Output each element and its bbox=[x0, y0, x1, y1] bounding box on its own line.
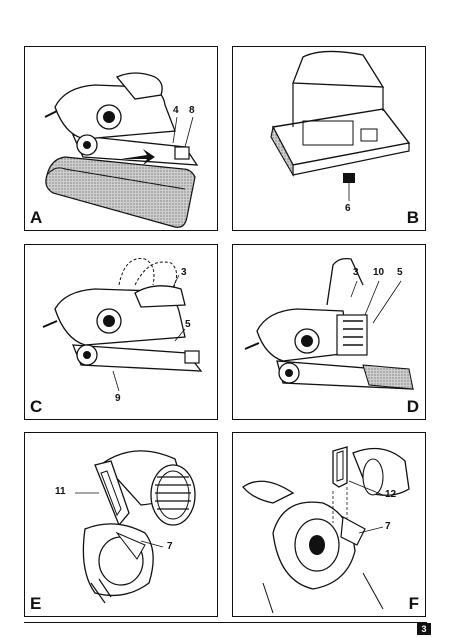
belt-sander-illustration-a bbox=[44, 72, 199, 228]
callout-label: 7 bbox=[385, 521, 391, 532]
callout-label: 12 bbox=[385, 489, 397, 500]
figure-panel-b: 6 B bbox=[232, 46, 426, 231]
callout-label: 3 bbox=[181, 267, 187, 278]
figure-panel-a: 4 8 A bbox=[24, 46, 218, 231]
callout-label: 9 bbox=[115, 393, 121, 404]
dust-adapter-illustration-e bbox=[75, 450, 196, 604]
belt-sander-illustration-d bbox=[244, 257, 415, 390]
panel-letter: D bbox=[406, 397, 419, 416]
direction-arrow-icon bbox=[121, 149, 155, 165]
callout-label: 11 bbox=[55, 486, 66, 497]
callout-label: 3 bbox=[353, 267, 359, 278]
tracking-knob-icon bbox=[343, 173, 355, 183]
page-number: 3 bbox=[417, 623, 431, 635]
sanding-belt bbox=[45, 156, 196, 228]
panel-letter: C bbox=[30, 397, 43, 416]
panel-letter: A bbox=[30, 208, 43, 227]
panel-letter: E bbox=[30, 594, 42, 613]
panel-letter: F bbox=[408, 594, 419, 613]
dust-adapter-illustration-f bbox=[242, 446, 410, 614]
callout-label: 4 bbox=[173, 105, 179, 116]
figure-panel-e: 11 7 E bbox=[24, 432, 218, 617]
callout-label: 7 bbox=[167, 541, 173, 552]
figure-panel-d: 3 10 5 D bbox=[232, 244, 426, 420]
belt-sander-illustration-b bbox=[270, 50, 411, 201]
callout-label: 5 bbox=[185, 319, 191, 330]
figure-panel-f: 12 7 F bbox=[232, 432, 426, 617]
belt-sander-illustration-c bbox=[42, 258, 203, 392]
panel-letter: B bbox=[406, 208, 419, 227]
footer-divider bbox=[24, 622, 427, 623]
callout-label: 5 bbox=[397, 267, 403, 278]
figure-panel-c: 3 5 9 C bbox=[24, 244, 218, 420]
callout-label: 10 bbox=[373, 267, 385, 278]
callout-label: 6 bbox=[345, 203, 351, 214]
callout-label: 8 bbox=[189, 105, 195, 116]
